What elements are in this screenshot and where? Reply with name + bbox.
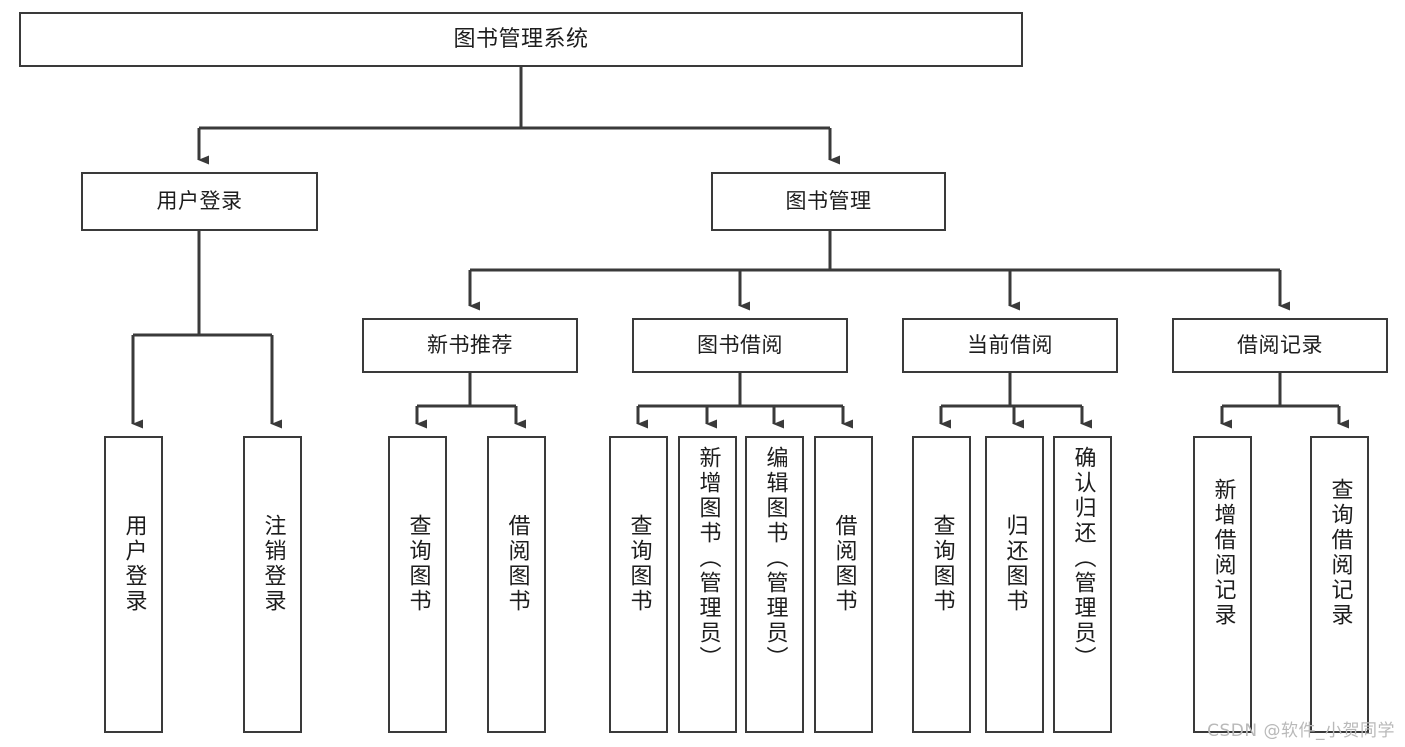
node-label: 编辑图书（管理员） xyxy=(762,446,788,671)
node-leaf-query-book-2[interactable]: 查询图书 xyxy=(609,436,668,733)
node-label: 查询图书 xyxy=(929,514,955,614)
node-leaf-logout-login[interactable]: 注销登录 xyxy=(243,436,302,733)
node-label: 图书管理系统 xyxy=(453,26,589,52)
node-label: 查询图书 xyxy=(626,514,652,614)
node-label: 新增图书（管理员） xyxy=(695,446,721,671)
node-book-manage[interactable]: 图书管理 xyxy=(711,172,946,231)
node-user-login[interactable]: 用户登录 xyxy=(81,172,318,231)
node-borrow-record[interactable]: 借阅记录 xyxy=(1172,318,1388,373)
node-leaf-edit-book[interactable]: 编辑图书（管理员） xyxy=(745,436,804,733)
node-leaf-query-book-3[interactable]: 查询图书 xyxy=(912,436,971,733)
node-leaf-add-book[interactable]: 新增图书（管理员） xyxy=(678,436,737,733)
node-leaf-confirm-return[interactable]: 确认归还（管理员） xyxy=(1053,436,1112,733)
node-label: 借阅图书 xyxy=(831,514,857,614)
node-leaf-return-book[interactable]: 归还图书 xyxy=(985,436,1044,733)
watermark-text: CSDN @软件_小贺同学 xyxy=(1207,721,1395,741)
node-label: 图书借阅 xyxy=(697,333,783,358)
node-label: 借阅图书 xyxy=(504,514,530,614)
node-label: 用户登录 xyxy=(156,189,243,214)
node-leaf-add-record[interactable]: 新增借阅记录 xyxy=(1193,436,1252,733)
node-label: 注销登录 xyxy=(260,514,286,614)
node-current-borrow[interactable]: 当前借阅 xyxy=(902,318,1118,373)
node-label: 新增借阅记录 xyxy=(1210,478,1236,628)
node-label: 借阅记录 xyxy=(1237,333,1323,358)
node-label: 图书管理 xyxy=(785,189,872,214)
node-root-system[interactable]: 图书管理系统 xyxy=(19,12,1023,67)
node-label: 查询借阅记录 xyxy=(1327,478,1353,628)
node-leaf-borrow-book-1[interactable]: 借阅图书 xyxy=(487,436,546,733)
node-leaf-query-record[interactable]: 查询借阅记录 xyxy=(1310,436,1369,733)
node-label: 查询图书 xyxy=(405,514,431,614)
node-leaf-query-book-1[interactable]: 查询图书 xyxy=(388,436,447,733)
node-label: 当前借阅 xyxy=(967,333,1053,358)
node-leaf-user-login[interactable]: 用户登录 xyxy=(104,436,163,733)
node-label: 归还图书 xyxy=(1002,514,1028,614)
node-label: 确认归还（管理员） xyxy=(1070,446,1096,671)
node-label: 用户登录 xyxy=(121,514,147,614)
node-book-borrow[interactable]: 图书借阅 xyxy=(632,318,848,373)
node-leaf-borrow-book-2[interactable]: 借阅图书 xyxy=(814,436,873,733)
node-new-book-recommend[interactable]: 新书推荐 xyxy=(362,318,578,373)
node-label: 新书推荐 xyxy=(427,333,513,358)
